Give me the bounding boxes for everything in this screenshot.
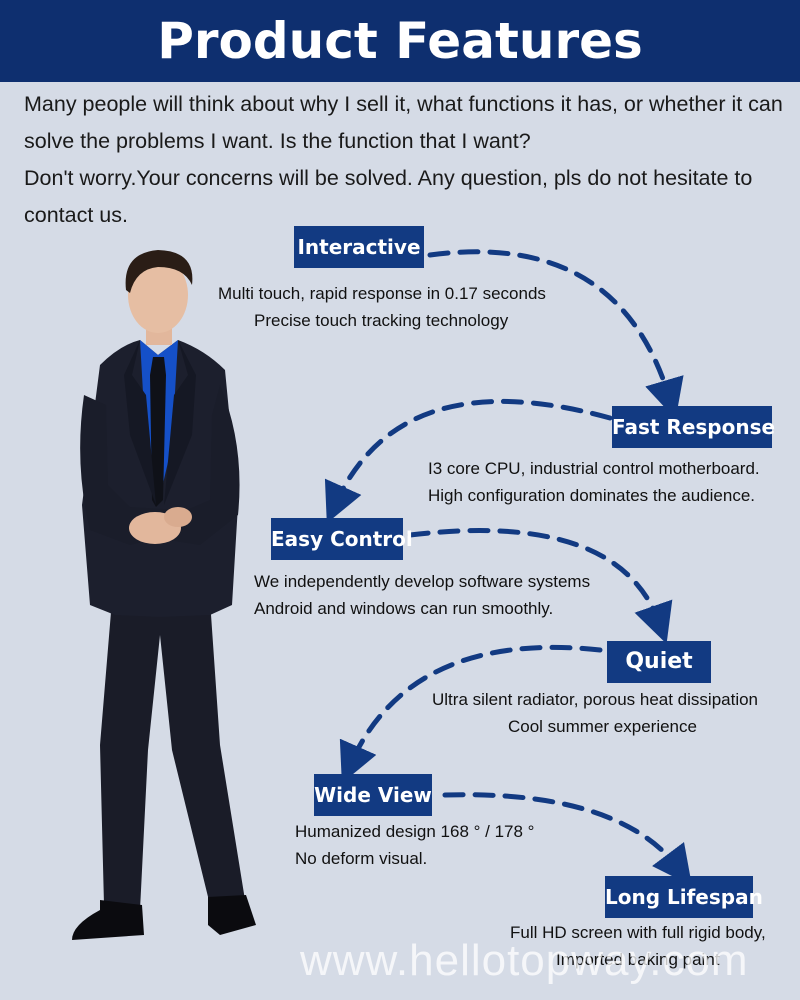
feature-desc-wide-view-2: No deform visual. xyxy=(295,849,428,868)
feature-desc-wide-view-1: Humanized design 168 ° / 178 ° xyxy=(295,822,535,841)
watermark: www.hellotopway.com xyxy=(300,936,749,985)
feature-label-easy-control: Easy Control xyxy=(271,518,413,560)
feature-desc-fast-response-2: High configuration dominates the audienc… xyxy=(428,486,755,505)
feature-label-quiet: Quiet xyxy=(607,641,711,683)
intro-paragraph-2: Don't worry.Your concerns will be solved… xyxy=(24,166,753,227)
feature-label-wide-view: Wide View xyxy=(314,774,432,816)
feature-desc-quiet-2: Cool summer experience xyxy=(508,717,697,736)
feature-desc-quiet-1: Ultra silent radiator, porous heat dissi… xyxy=(432,690,759,709)
header-banner xyxy=(0,0,800,82)
page-title: Product Features xyxy=(157,12,643,70)
feature-desc-easy-control-2: Android and windows can run smoothly. xyxy=(254,599,554,618)
feature-desc-long-lifespan-1: Full HD screen with full rigid body, xyxy=(510,923,766,942)
intro-text: Many people will think about why I sell … xyxy=(24,86,794,234)
intro-paragraph-1: Many people will think about why I sell … xyxy=(24,92,783,153)
man-in-suit-image xyxy=(72,250,256,940)
feature-label-fast-response: Fast Response xyxy=(612,406,775,448)
feature-desc-easy-control-1: We independently develop software system… xyxy=(254,572,591,591)
feature-label-interactive: Interactive xyxy=(294,226,424,268)
feature-desc-fast-response-1: I3 core CPU, industrial control motherbo… xyxy=(428,459,760,478)
feature-desc-long-lifespan-2: Imported baking paint xyxy=(556,950,720,969)
feature-desc-interactive-1: Multi touch, rapid response in 0.17 seco… xyxy=(218,284,546,303)
feature-desc-interactive-2: Precise touch tracking technology xyxy=(254,311,509,330)
feature-label-long-lifespan: Long Lifespan xyxy=(605,876,763,918)
